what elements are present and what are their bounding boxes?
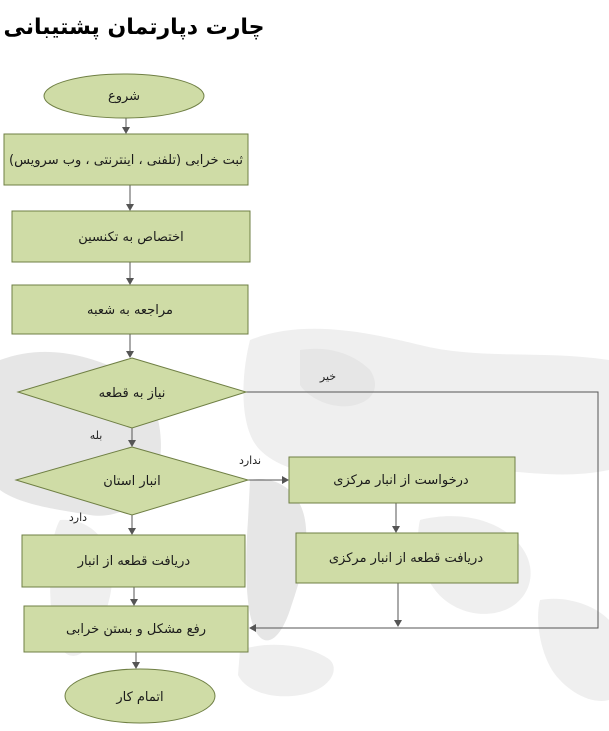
connectors (122, 118, 599, 669)
receive-central-node (295, 532, 519, 584)
label-yes: بله (90, 429, 103, 442)
label-not-available: ندارد (239, 454, 261, 467)
receive-central-label: دریافت قطعه از انبار مرکزی (329, 551, 483, 566)
end-node (64, 668, 216, 724)
province-warehouse-decision (14, 446, 250, 516)
start-label: شروع (108, 89, 140, 104)
request-central-node (288, 456, 516, 504)
start-node (43, 73, 205, 119)
fix-label: رفع مشکل و بستن خرابی (66, 622, 206, 637)
request-central-label: درخواست از انبار مرکزی (333, 473, 469, 488)
end-label: اتمام کار (115, 690, 163, 705)
label-no: خیر (319, 370, 336, 383)
assign-node (11, 210, 251, 263)
chart-title: چارت دپارتمان پشتیبانی (3, 15, 264, 40)
visit-node (11, 284, 249, 335)
need-part-label: نیاز به قطعه (99, 386, 166, 401)
register-label: ثبت خرابی (تلفنی ، اینترنتی ، وب سرویس) (9, 153, 243, 168)
receive-warehouse-label: دریافت قطعه از انبار (77, 554, 191, 569)
fix-node (23, 605, 249, 653)
visit-label: مراجعه به شعبه (87, 303, 173, 318)
assign-label: اختصاص به تکنسین (78, 230, 184, 245)
receive-warehouse-node (21, 534, 246, 588)
province-warehouse-label: انبار استان (103, 474, 160, 489)
label-available: دارد (69, 511, 87, 524)
register-node (3, 133, 249, 186)
need-part-decision (16, 357, 248, 429)
edge-no-part-to-fix (246, 391, 599, 632)
